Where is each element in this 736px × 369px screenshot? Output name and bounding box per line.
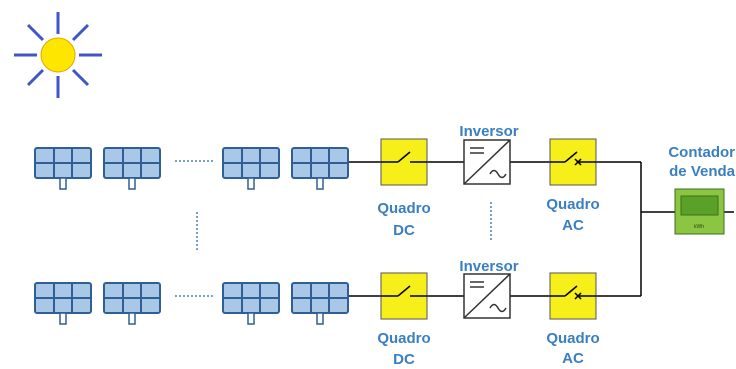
switch-icon	[380, 272, 428, 320]
energy-meter-icon: kWh	[674, 188, 725, 235]
solar-panel-icon	[103, 282, 161, 325]
ac-board-label-top-line1: Quadro	[546, 196, 600, 213]
continuation-dots	[175, 160, 492, 297]
dc-board-label-top-line2: DC	[393, 222, 415, 239]
ac-board-label-bottom-line1: Quadro	[546, 330, 600, 347]
inverter-label-top: Inversor	[459, 123, 519, 140]
inverter-label-bottom: Inversor	[459, 258, 519, 275]
dc-board-label-bottom-line2: DC	[393, 351, 415, 368]
dc-board-label-top-line1: Quadro	[377, 200, 431, 217]
dc-board-label-bottom-line1: Quadro	[377, 330, 431, 347]
ac-board-label-bottom-line2: AC	[562, 350, 584, 367]
solar-panel-icon	[34, 282, 92, 325]
switch-icon	[549, 272, 597, 320]
solar-panel-icon	[291, 147, 349, 190]
wiring-meter	[640, 162, 734, 296]
solar-panel-icon	[222, 282, 280, 325]
switch-icon	[549, 138, 597, 186]
switch-icon	[380, 138, 428, 186]
meter-label-line1: Contador	[668, 144, 735, 161]
inverter-icon	[463, 273, 511, 319]
ac-board-label-top-line2: AC	[562, 217, 584, 234]
inverter-icon	[463, 139, 511, 185]
solar-panel-icon	[222, 147, 280, 190]
solar-panel-icon	[103, 147, 161, 190]
solar-panel-icon	[291, 282, 349, 325]
solar-panel-icon	[34, 147, 92, 190]
meter-unit: kWh	[694, 224, 704, 230]
meter-label-line2: de Venda	[669, 163, 735, 180]
sun-icon	[14, 12, 102, 98]
